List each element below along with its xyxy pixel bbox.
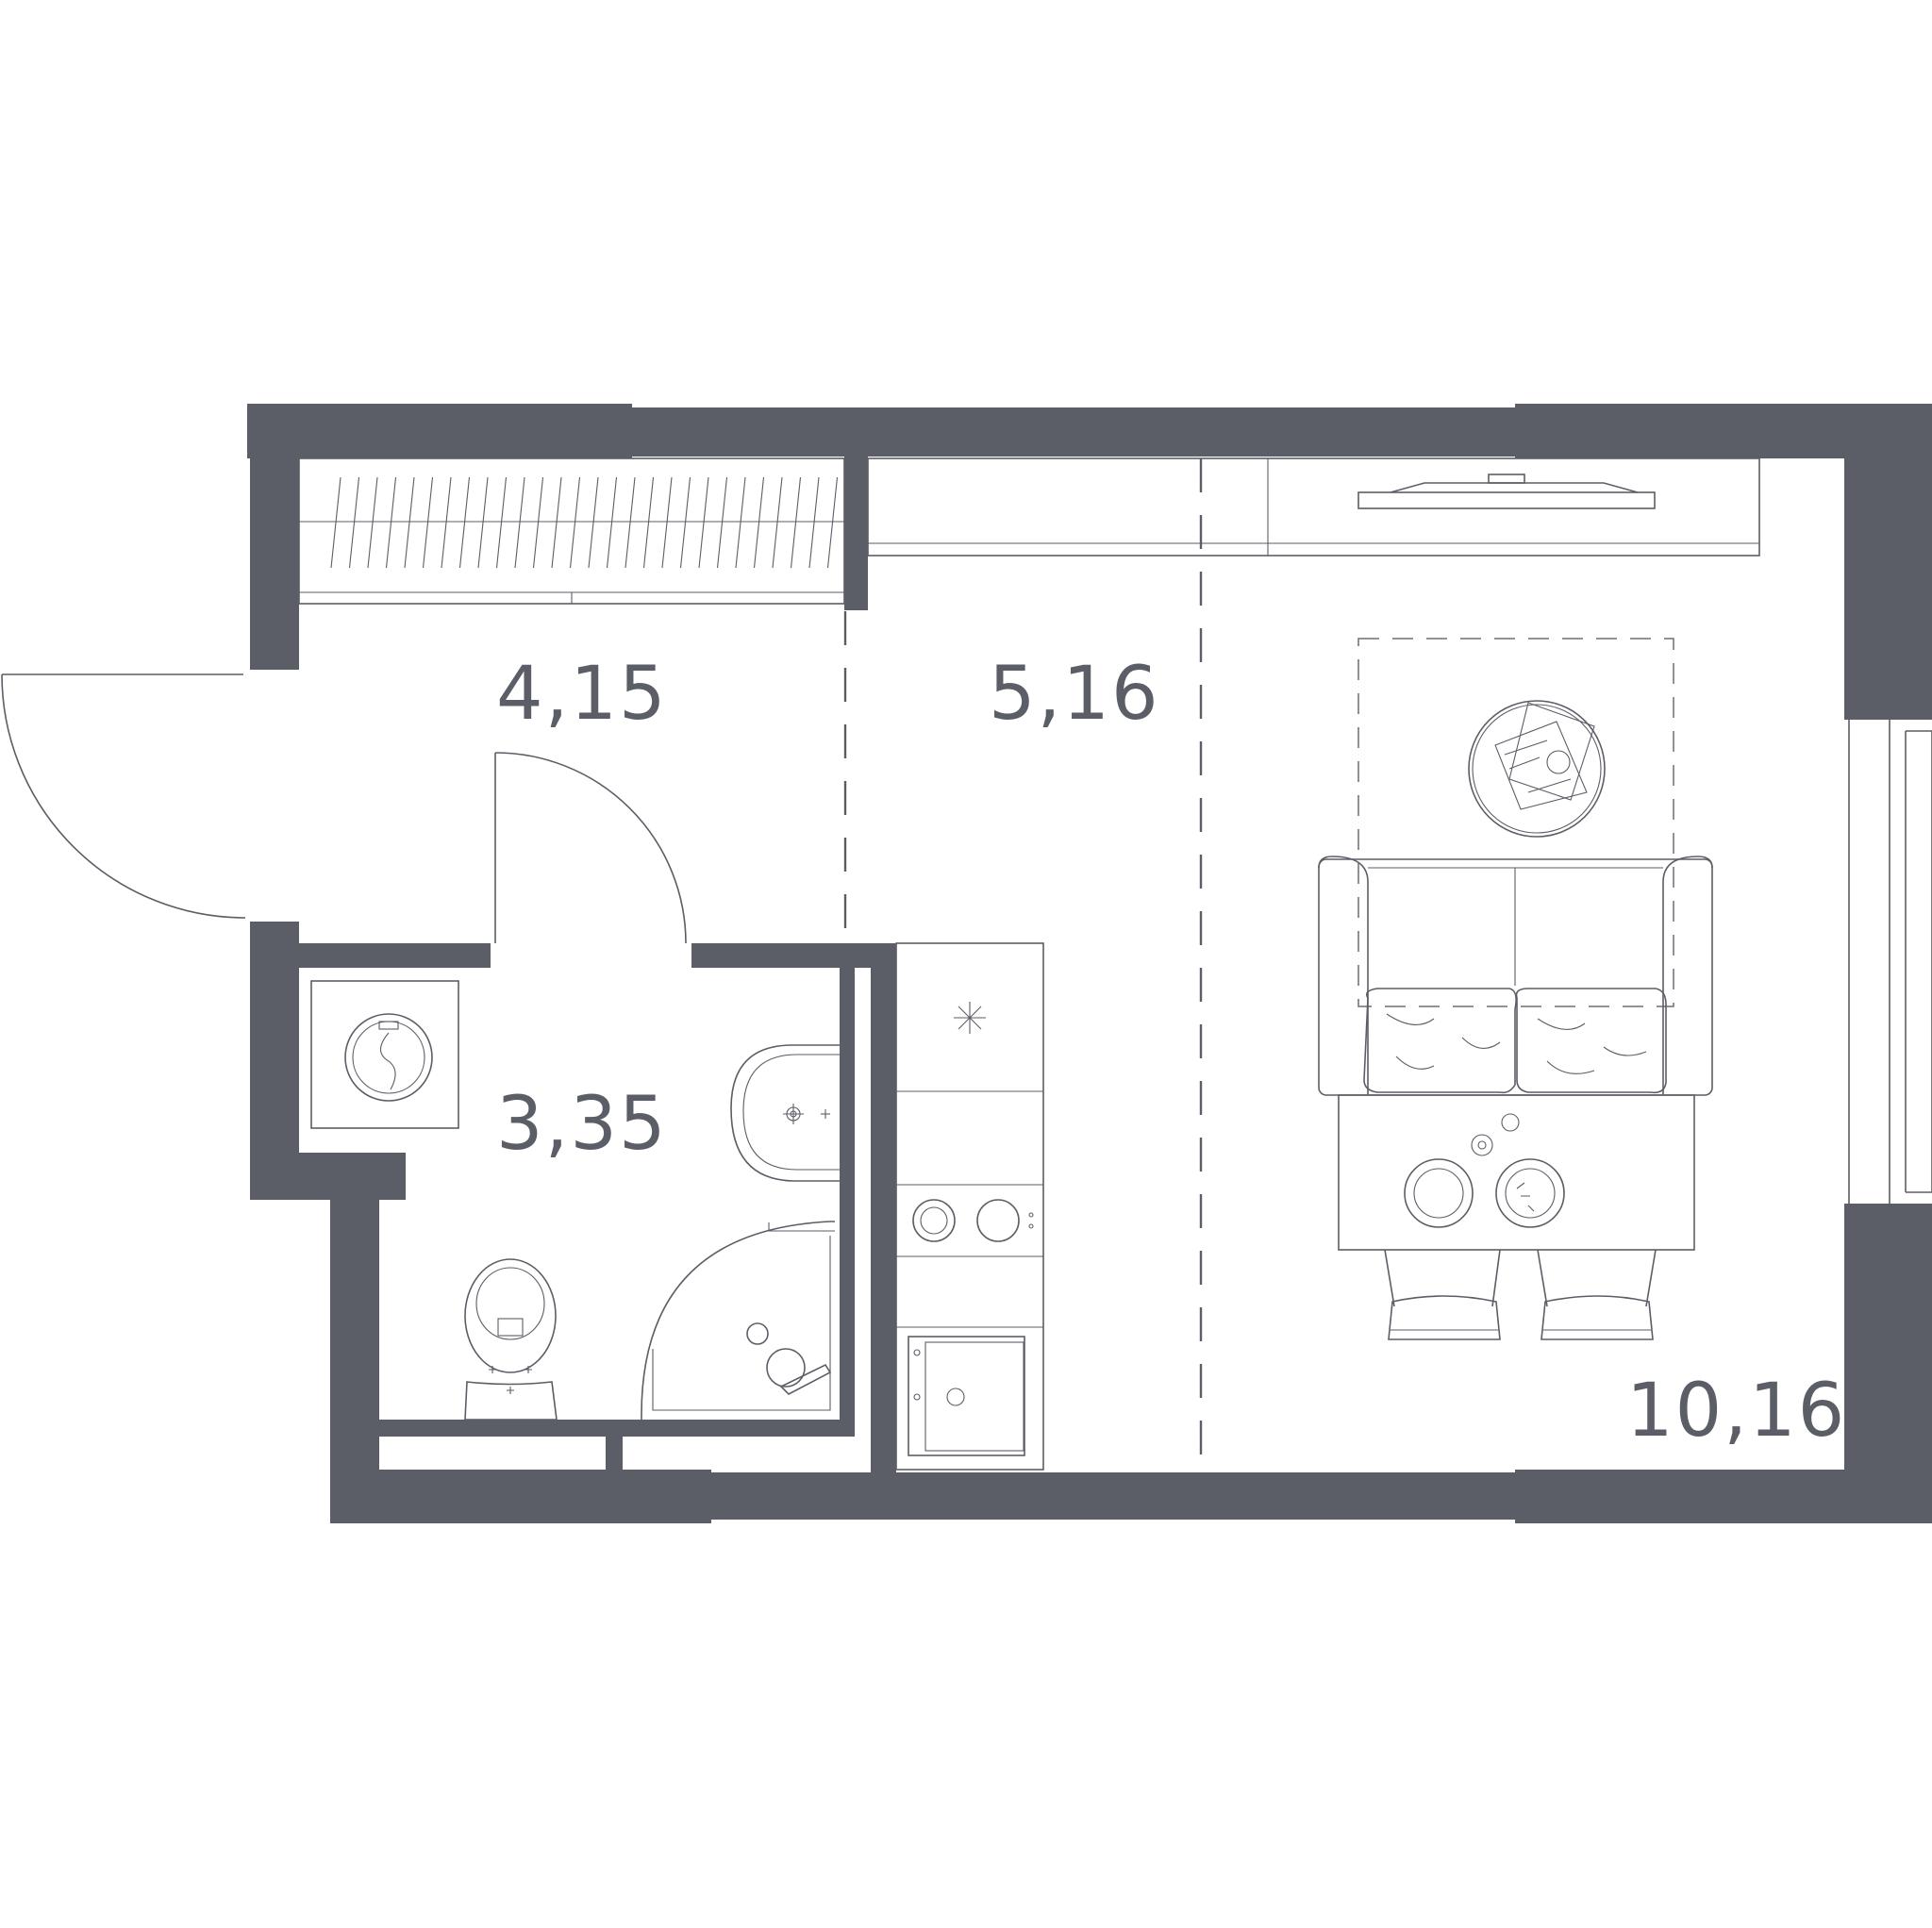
magazines-icon [1494,702,1595,810]
entrance-door[interactable] [1,673,246,919]
shower [641,1221,835,1420]
area-label-kitchen: 5,16 [989,652,1160,737]
hanger [772,476,783,569]
hanger [532,476,544,569]
hanger [551,476,562,569]
area-label-living: 10,16 [1626,1369,1846,1454]
wall-left-upper [250,404,299,670]
area-label-hallway: 4,15 [496,652,668,737]
wall-left-bottom [330,1200,379,1523]
dining-setting [1404,1113,1565,1228]
wall-closet-stub [844,457,868,610]
hanger [404,476,415,569]
hanger [441,476,452,569]
wall-duct-divider [606,1420,623,1472]
wall-bottom-left [330,1470,711,1523]
window [1848,720,1932,1204]
hanger [495,476,508,569]
hanger [753,476,765,569]
hanger [569,476,581,569]
coffee-table [1468,700,1606,838]
hanger [385,476,397,569]
rug [1357,638,1674,1007]
fridge-snowflake-icon [954,1002,986,1034]
hanger [790,476,802,569]
kitchen-sink [908,1336,1025,1456]
hanger [514,476,525,569]
wall-right-lower [1844,1204,1932,1523]
hanger [625,476,636,569]
wall-bath-top-left [299,943,491,968]
wardrobe [298,457,845,605]
hanger [716,476,728,569]
sofa [1318,856,1713,1251]
hanger [422,476,434,569]
wall-step-horizontal [250,1153,406,1200]
wall-bottom-middle [711,1472,1515,1520]
area-label-bathroom: 3,35 [496,1082,668,1167]
wall-bath-right-outer [871,943,896,1472]
walls [247,404,1932,1523]
hanger [661,476,673,569]
hanger [330,476,341,569]
hanger [477,476,489,569]
chair-right [1537,1249,1657,1340]
hanger [458,476,471,569]
wall-top-left [247,404,632,458]
wall-cabinet [867,457,1760,557]
hanger [698,476,709,569]
hanger [808,476,820,569]
hanger [679,476,691,569]
wall-bath-top-right [691,943,896,968]
kitchen-unit [895,942,1044,1471]
hanger [588,476,599,569]
hanger [348,476,360,569]
wall-top-middle [632,407,1515,457]
hanger [642,476,655,569]
tv [1357,474,1656,509]
washing-machine [310,980,459,1129]
hanger [826,476,839,569]
toilet [464,1258,558,1421]
washbasin [730,1044,840,1182]
wall-right-upper [1844,404,1932,720]
bathroom-door[interactable] [494,752,687,944]
hanger [367,476,378,569]
chair-left [1384,1249,1501,1340]
wall-bath-right-inner [840,968,855,1435]
cooktop [912,1199,1034,1242]
hanger [735,476,746,569]
wall-left-lower [250,922,299,1153]
hanger [606,476,618,569]
